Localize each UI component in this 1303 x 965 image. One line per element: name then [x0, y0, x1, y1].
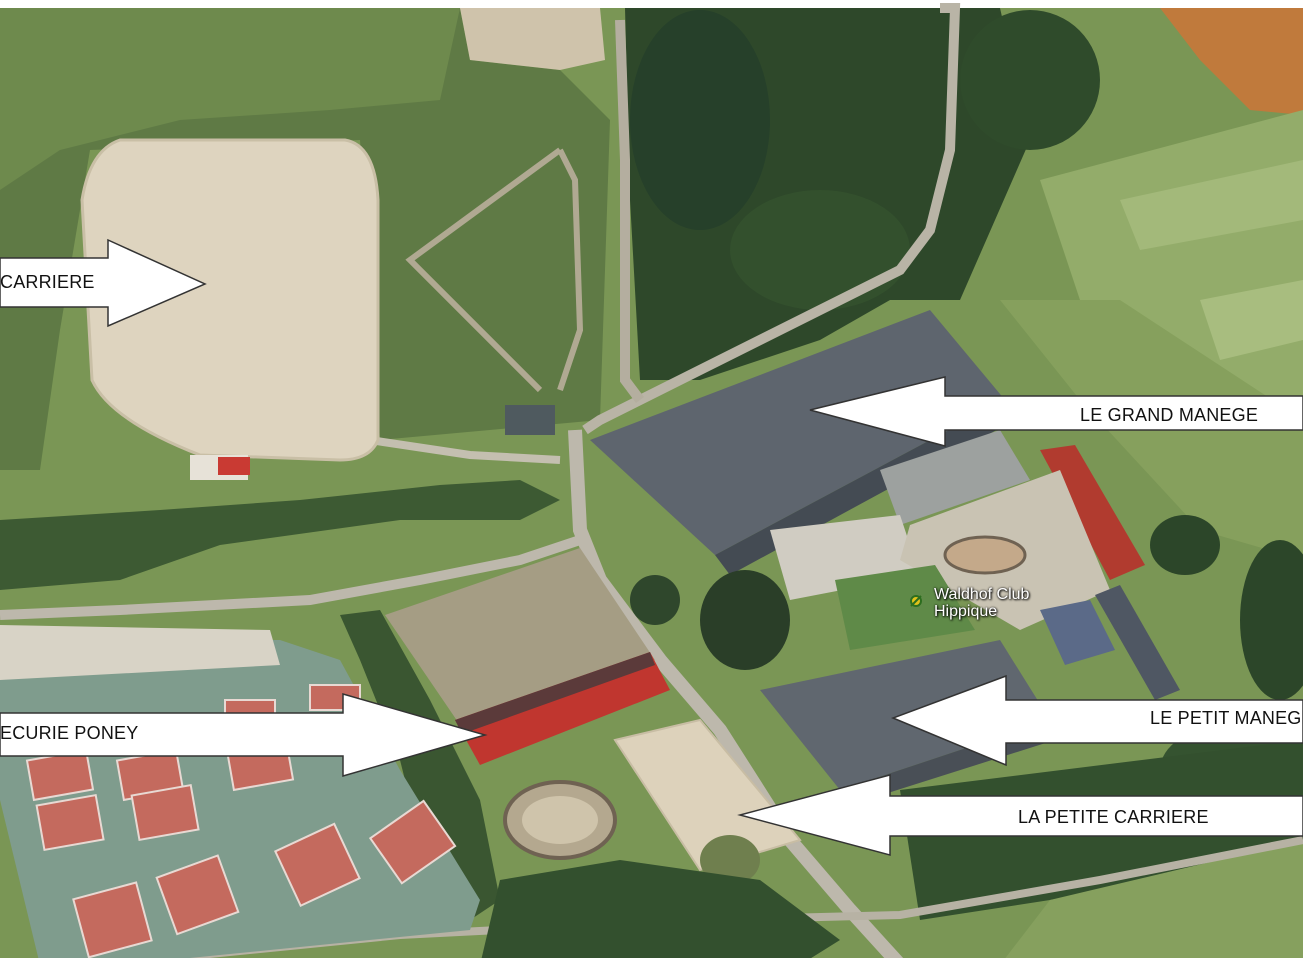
label-ecurie-poney: ECURIE PONEY	[0, 723, 139, 743]
label-petite-carriere: LA PETITE CARRIERE	[1018, 807, 1209, 827]
poi-label-line2: Hippique	[934, 603, 998, 620]
poi-label[interactable]: Waldhof Club Hippique	[934, 586, 1029, 620]
label-petit-manege: LE PETIT MANEGE	[1150, 708, 1303, 728]
label-carriere: CARRIERE	[0, 272, 95, 292]
poi-label-line1: Waldhof Club	[934, 586, 1030, 603]
label-grand-manege: LE GRAND MANEGE	[1080, 405, 1259, 425]
